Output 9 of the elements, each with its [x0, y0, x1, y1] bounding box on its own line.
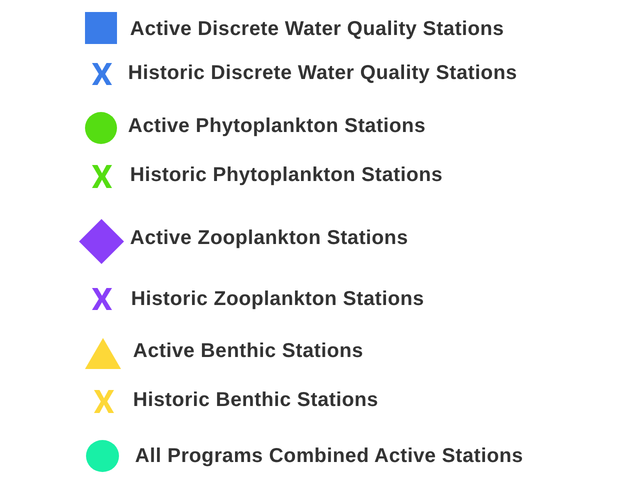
legend-label: Historic Phytoplankton Stations [130, 163, 443, 187]
legend-label: Historic Discrete Water Quality Stations [128, 61, 518, 85]
legend-label: Active Discrete Water Quality Stations [130, 17, 504, 41]
legend-label: Active Benthic Stations [133, 339, 364, 363]
legend-label: Active Zooplankton Stations [130, 226, 408, 250]
legend-label: Historic Zooplankton Stations [131, 287, 424, 311]
legend-label: Active Phytoplankton Stations [128, 114, 426, 138]
legend-label: All Programs Combined Active Stations [135, 444, 524, 468]
legend-label: Historic Benthic Stations [133, 388, 378, 412]
